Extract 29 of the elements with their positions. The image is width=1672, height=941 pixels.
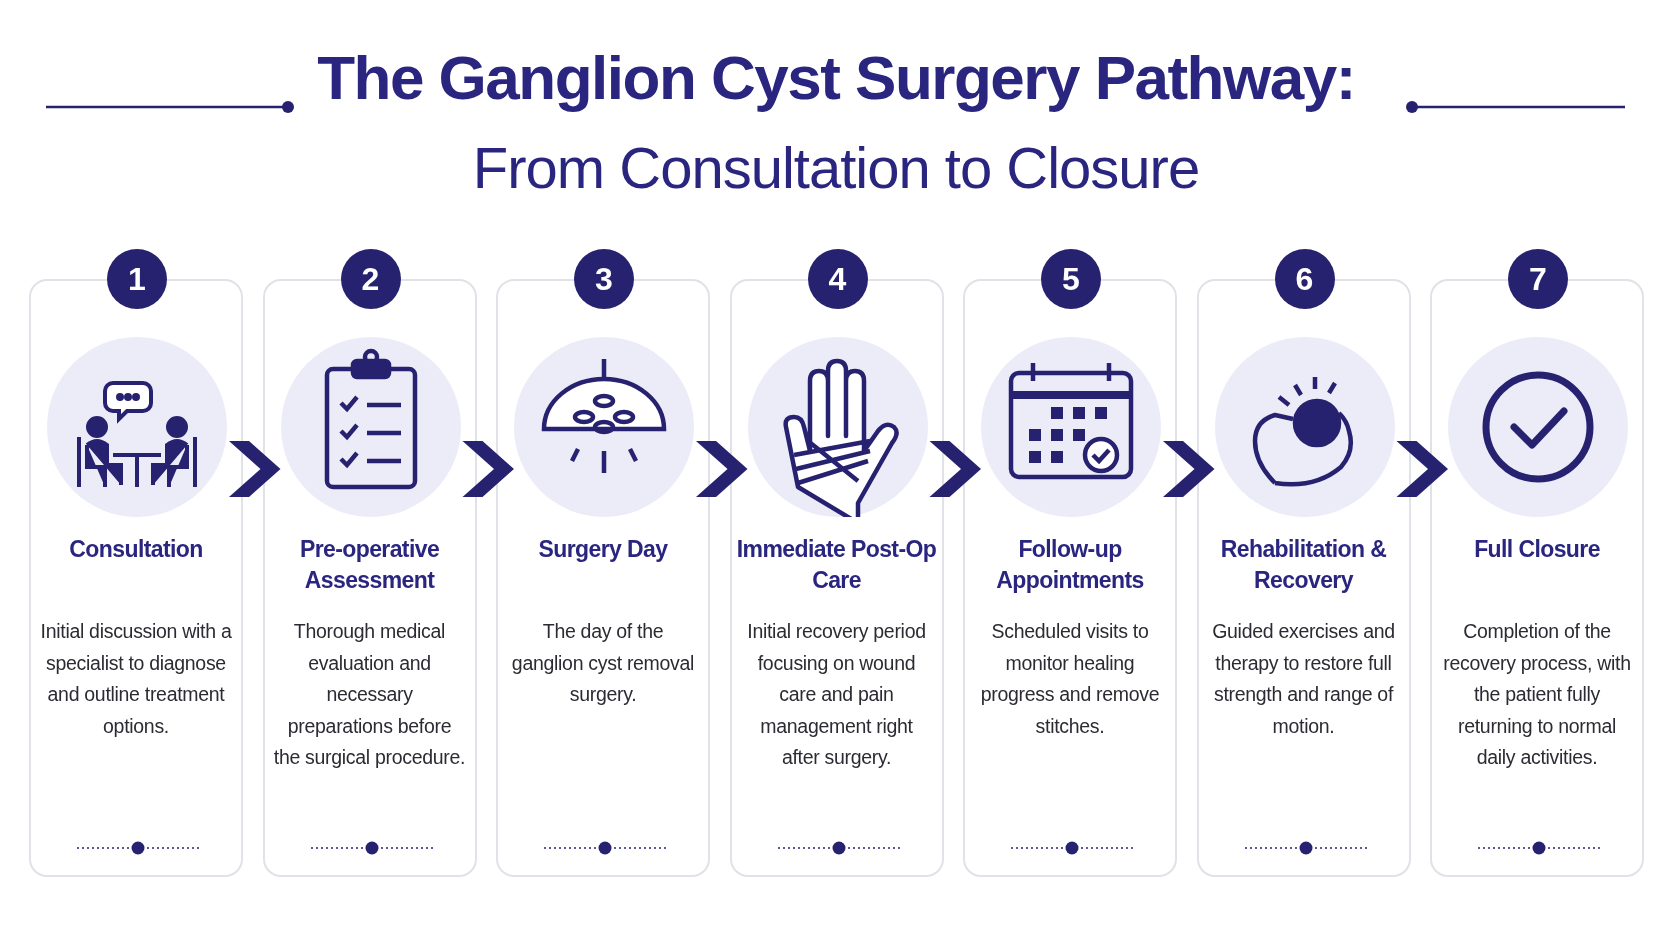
step-description: Initial discussion with a specialist to diagnose and outline treatment options.	[39, 619, 233, 739]
step-number: 6	[1274, 249, 1335, 309]
step-description: Completion of the recovery process, with the patient fully returning to normal daily activities.	[1442, 619, 1632, 770]
step-title: Rehabilitation & Recovery	[1219, 535, 1388, 595]
chevron-arrow	[1163, 441, 1215, 497]
step-description: Guided exercises and therapy to restore full strength and range of motion.	[1211, 619, 1396, 739]
step-title: Consultation	[68, 535, 204, 564]
step-description: Initial recovery period focusing on wound care and pain management right after surgery.	[746, 619, 927, 770]
step-number: 1	[107, 249, 167, 309]
step-title: Follow-up Appointments	[995, 535, 1145, 595]
step-number: 5	[1041, 249, 1101, 309]
step-title: Pre-operative Assessment	[298, 535, 441, 595]
step-title: Immediate Post-Op Care	[735, 535, 938, 595]
chevron-arrow	[462, 441, 514, 497]
step-number: 4	[807, 249, 868, 309]
step-number: 3	[574, 249, 634, 309]
step-description: Scheduled visits to monitor healing progress and remove stitches.	[979, 619, 1161, 739]
step-number: 2	[340, 249, 401, 309]
chevron-arrow	[929, 441, 981, 497]
chevron-arrow	[1396, 441, 1448, 497]
diagram-subtitle: From Consultation to Closure	[472, 134, 1200, 201]
chevron-arrow	[696, 441, 748, 497]
step-number: 7	[1508, 249, 1568, 309]
step-title: Full Closure	[1473, 535, 1601, 564]
step-title: Surgery Day	[537, 535, 669, 564]
step-description: The day of the ganglion cyst removal surgery.	[510, 619, 696, 707]
step-description: Thorough medical evaluation and necessary preparations before the surgical procedure.	[272, 619, 467, 770]
diagram-title: The Ganglion Cyst Surgery Pathway:	[317, 42, 1355, 113]
chevron-arrow	[229, 441, 281, 497]
